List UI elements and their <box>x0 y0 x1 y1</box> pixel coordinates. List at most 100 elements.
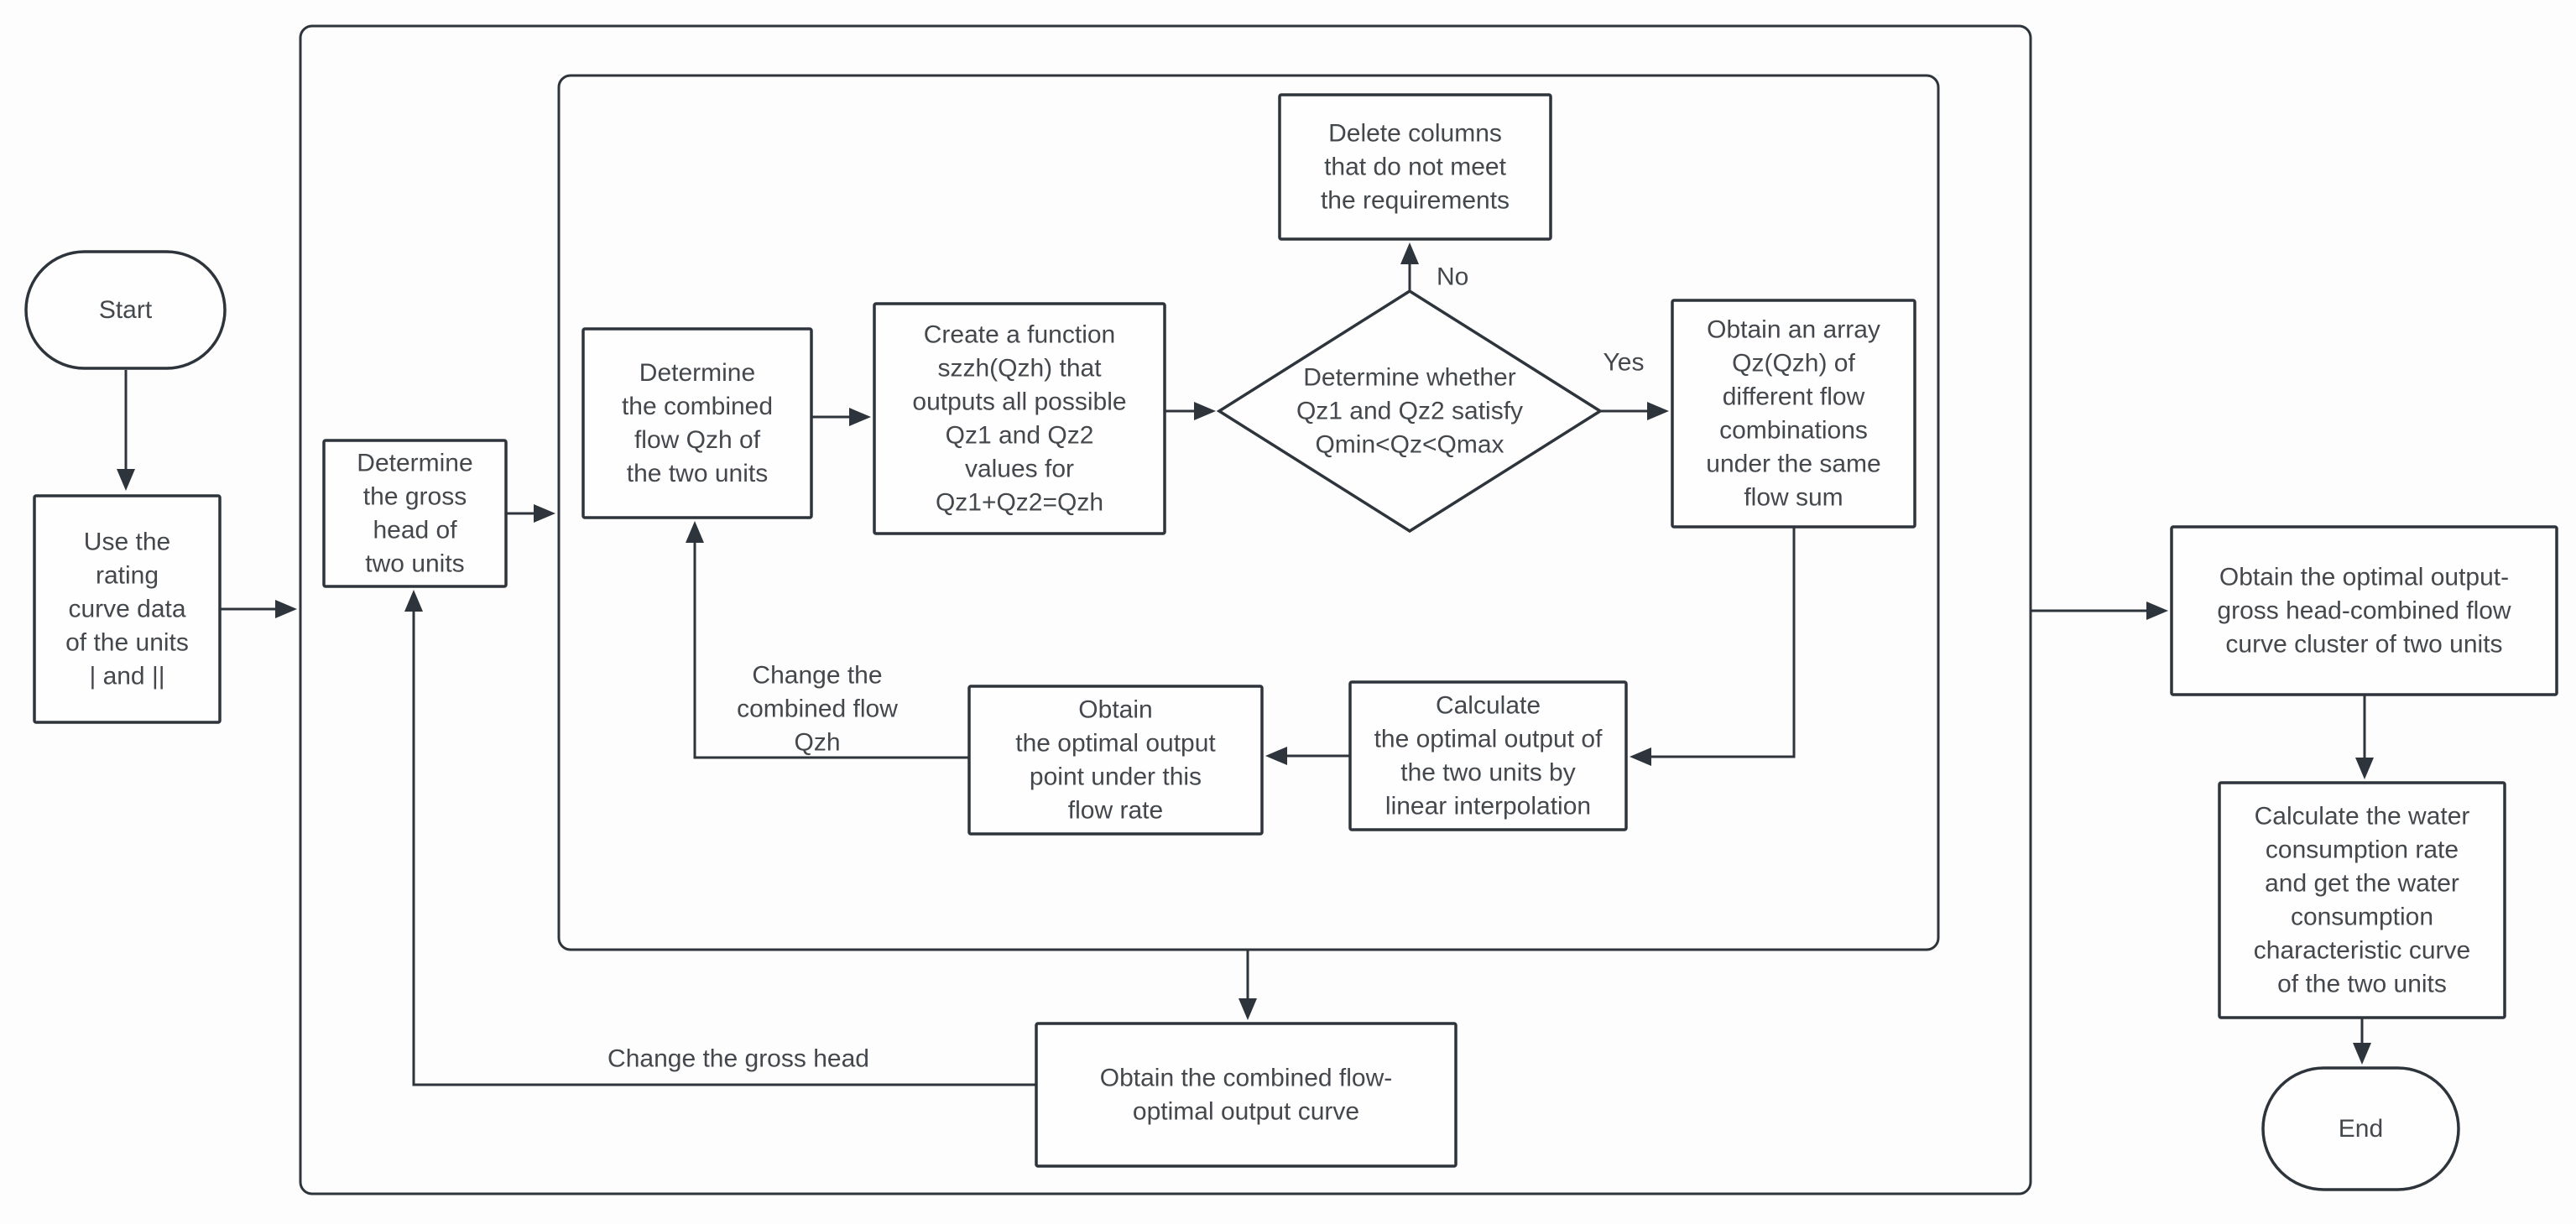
node-text-line: Qz1+Qz2=Qzh <box>936 489 1103 517</box>
obtain-optimal-point-shape <box>967 685 1264 836</box>
flowchart-node-start: Start <box>24 250 227 370</box>
edge-decision-no-to-delete-columns <box>1400 242 1419 291</box>
node-text-line: the combined <box>622 393 773 420</box>
node-text-line: Qz(Qzh) of <box>1732 350 1855 378</box>
node-text-line: gross head-combined flow <box>2217 597 2511 625</box>
arrowhead-icon <box>1238 998 1257 1020</box>
edge-layer <box>117 24 2374 1195</box>
arrowhead-icon <box>404 590 423 612</box>
flowchart-node-calculate-optimal-output: Calculate the optimal output of the two un… <box>1348 680 1628 831</box>
edge-outer-boundary-to-curve-cluster <box>2031 602 2168 620</box>
arrowhead-icon <box>1400 242 1419 264</box>
flowchart-label-no-label: No <box>1437 263 1468 291</box>
node-text-line: Determine <box>357 450 472 477</box>
node-text-line: combinations <box>1719 417 1868 445</box>
arrowhead-icon <box>534 504 555 523</box>
node-text-line: Obtain the optimal output- <box>2219 564 2509 591</box>
node-text-line: curve data <box>68 596 185 623</box>
node-text-line: Calculate <box>1436 692 1541 720</box>
node-text-line: Delete columns <box>1328 120 1502 148</box>
edge-array-to-calculate <box>1630 527 1796 766</box>
flowchart-node-create-function-szzh: Create a function szzh(Qzh) that outputs a… <box>873 302 1166 535</box>
edge-decision-yes-to-array <box>1600 402 1669 420</box>
arrowhead-icon <box>1630 747 1651 766</box>
change-combined-flow-label-text: Qzh <box>794 729 840 757</box>
node-text-line: Calculate the water <box>2255 803 2470 831</box>
create-function-szzh-shape <box>873 302 1166 535</box>
node-text-line: flow sum <box>1744 484 1843 512</box>
node-text-line: Obtain <box>1078 696 1152 724</box>
arrowhead-icon <box>2355 758 2374 779</box>
arrowhead-icon <box>275 600 297 618</box>
node-text-line: the gross <box>363 483 467 511</box>
arrowhead-icon <box>1265 747 1287 765</box>
edge-obtain-point-feedback-to-combined-flow <box>686 521 969 759</box>
node-text-line: Start <box>99 296 153 324</box>
node-text-line: Qz1 and Qz2 satisfy <box>1296 398 1523 425</box>
edge-create-function-to-decision <box>1165 402 1216 420</box>
node-text-line: consumption rate <box>2266 836 2459 864</box>
arrowhead-icon <box>117 469 135 491</box>
node-text-line: consumption <box>2291 904 2433 931</box>
node-text-line: the two units <box>627 460 768 487</box>
node-text-line: outputs all possible <box>912 388 1126 416</box>
edge-line <box>1646 527 1796 758</box>
node-text-line: Qz1 and Qz2 <box>946 422 1094 450</box>
edge-inner-boundary-to-combined-curve <box>1238 950 1257 1020</box>
decision-flow-limits-shape <box>1216 289 1603 534</box>
node-text-line: different flow <box>1723 383 1865 411</box>
node-text-line: Create a function <box>924 321 1115 349</box>
obtain-array-qz-shape <box>1671 299 1916 529</box>
node-text-line: szzh(Qzh) that <box>937 355 1102 383</box>
end-shape <box>2261 1066 2460 1191</box>
obtain-curve-cluster-shape <box>2170 525 2558 696</box>
node-text-line: the requirements <box>1321 187 1510 215</box>
node-text-line: of the units <box>65 629 189 657</box>
node-text-line: of the two units <box>2277 971 2447 998</box>
arrowhead-icon <box>2353 1043 2371 1065</box>
obtain-combined-flow-curve-shape <box>1035 1022 1457 1168</box>
arrowhead-icon <box>2146 602 2168 620</box>
flowchart-node-end: End <box>2261 1066 2460 1191</box>
node-text-line: linear interpolation <box>1385 793 1591 820</box>
arrowhead-icon <box>1194 402 1216 420</box>
edge-gross-head-to-inner-boundary <box>506 504 555 523</box>
node-text-line: the optimal output <box>1015 730 1216 758</box>
arrowhead-icon <box>849 408 871 426</box>
node-text-line: point under this <box>1030 763 1202 791</box>
edge-line <box>412 607 1036 1086</box>
node-text-line: Determine whether <box>1303 364 1515 392</box>
node-text-line: head of <box>373 517 457 544</box>
node-text-line: the two units by <box>1400 759 1575 787</box>
edge-calculate-to-obtain-point <box>1265 747 1350 765</box>
arrowhead-icon <box>1647 402 1669 420</box>
determine-gross-head-shape <box>322 439 508 588</box>
flowchart-node-determine-gross-head: Determine the gross head of two units <box>322 439 508 588</box>
node-text-line: that do not meet <box>1324 154 1506 181</box>
node-text-line: rating <box>96 562 159 590</box>
node-text-line: curve cluster of two units <box>2225 631 2502 659</box>
node-text-line: Obtain an array <box>1707 316 1880 344</box>
use-rating-curve-data-shape <box>33 494 222 724</box>
delete-columns-shape <box>1278 93 1552 241</box>
node-text-line: two units <box>365 550 464 578</box>
edge-start-to-rating <box>117 370 135 491</box>
edge-combined-curve-feedback-to-gross-head <box>404 590 1036 1086</box>
arrowhead-icon <box>686 521 704 543</box>
node-text-line: flow rate <box>1068 797 1163 825</box>
yes-label-text: Yes <box>1603 349 1645 377</box>
edge-rating-to-outer-boundary <box>220 600 297 618</box>
node-text-line: the optimal output of <box>1374 726 1603 753</box>
node-text-line: and get the water <box>2265 870 2459 898</box>
edge-curve-cluster-to-water-consumption <box>2355 695 2374 779</box>
node-text-line: optimal output curve <box>1133 1098 1359 1126</box>
edge-combined-flow-to-create-function <box>811 408 871 426</box>
flowchart-node-obtain-curve-cluster: Obtain the optimal output-gross head-com… <box>2170 525 2558 696</box>
node-text-line: flow Qzh of <box>634 426 761 454</box>
node-text-line: | and || <box>89 663 164 690</box>
